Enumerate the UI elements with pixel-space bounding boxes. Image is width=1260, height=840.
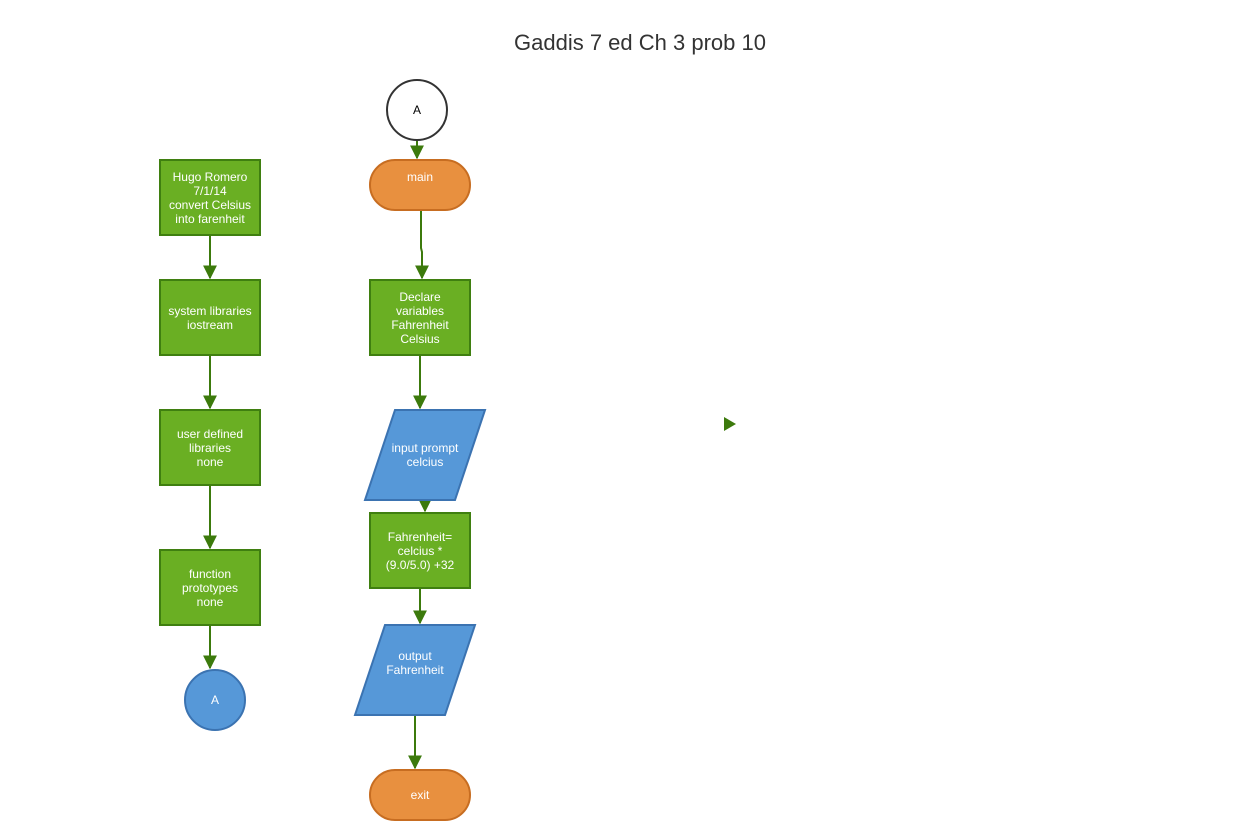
system-libraries-shape[interactable]: [159, 279, 261, 356]
system-libraries-label: system libraries iostream: [168, 303, 252, 332]
header-block-shape[interactable]: [159, 159, 261, 236]
connector-out-shape[interactable]: [184, 669, 246, 731]
main-start-shape[interactable]: [369, 159, 471, 211]
header-block-label: Hugo Romero 7/1/14 convert Celsius into …: [168, 169, 252, 226]
output-label: output Fahrenheit: [386, 649, 444, 677]
stray-arrow-marker: [724, 417, 736, 431]
edge-main-to-declare: [415, 211, 429, 280]
declare-variables-label: Declare variables Fahrenheit Celsius: [391, 289, 449, 346]
output-shape[interactable]: [353, 624, 477, 716]
compute-shape[interactable]: [369, 512, 471, 589]
exit-shape[interactable]: [369, 769, 471, 821]
connector-out-label: A: [210, 693, 219, 707]
main-start-label: main: [406, 170, 433, 184]
connector-in-label: A: [412, 103, 421, 117]
exit-label: exit: [410, 788, 430, 802]
declare-variables-shape[interactable]: [369, 279, 471, 356]
user-libraries-label: user defined libraries none: [176, 426, 244, 469]
diagram-title: Gaddis 7 ed Ch 3 prob 10: [514, 30, 766, 55]
function-prototypes-shape[interactable]: [159, 549, 261, 626]
user-libraries-shape[interactable]: [159, 409, 261, 486]
input-prompt-label: input prompt celcius: [391, 441, 459, 469]
connector-in-shape[interactable]: [386, 79, 448, 141]
compute-label: Fahrenheit= celcius * (9.0/5.0) +32: [385, 529, 455, 572]
input-prompt-shape[interactable]: [363, 409, 487, 501]
edges: [203, 140, 432, 770]
function-prototypes-label: function prototypes none: [181, 566, 239, 609]
